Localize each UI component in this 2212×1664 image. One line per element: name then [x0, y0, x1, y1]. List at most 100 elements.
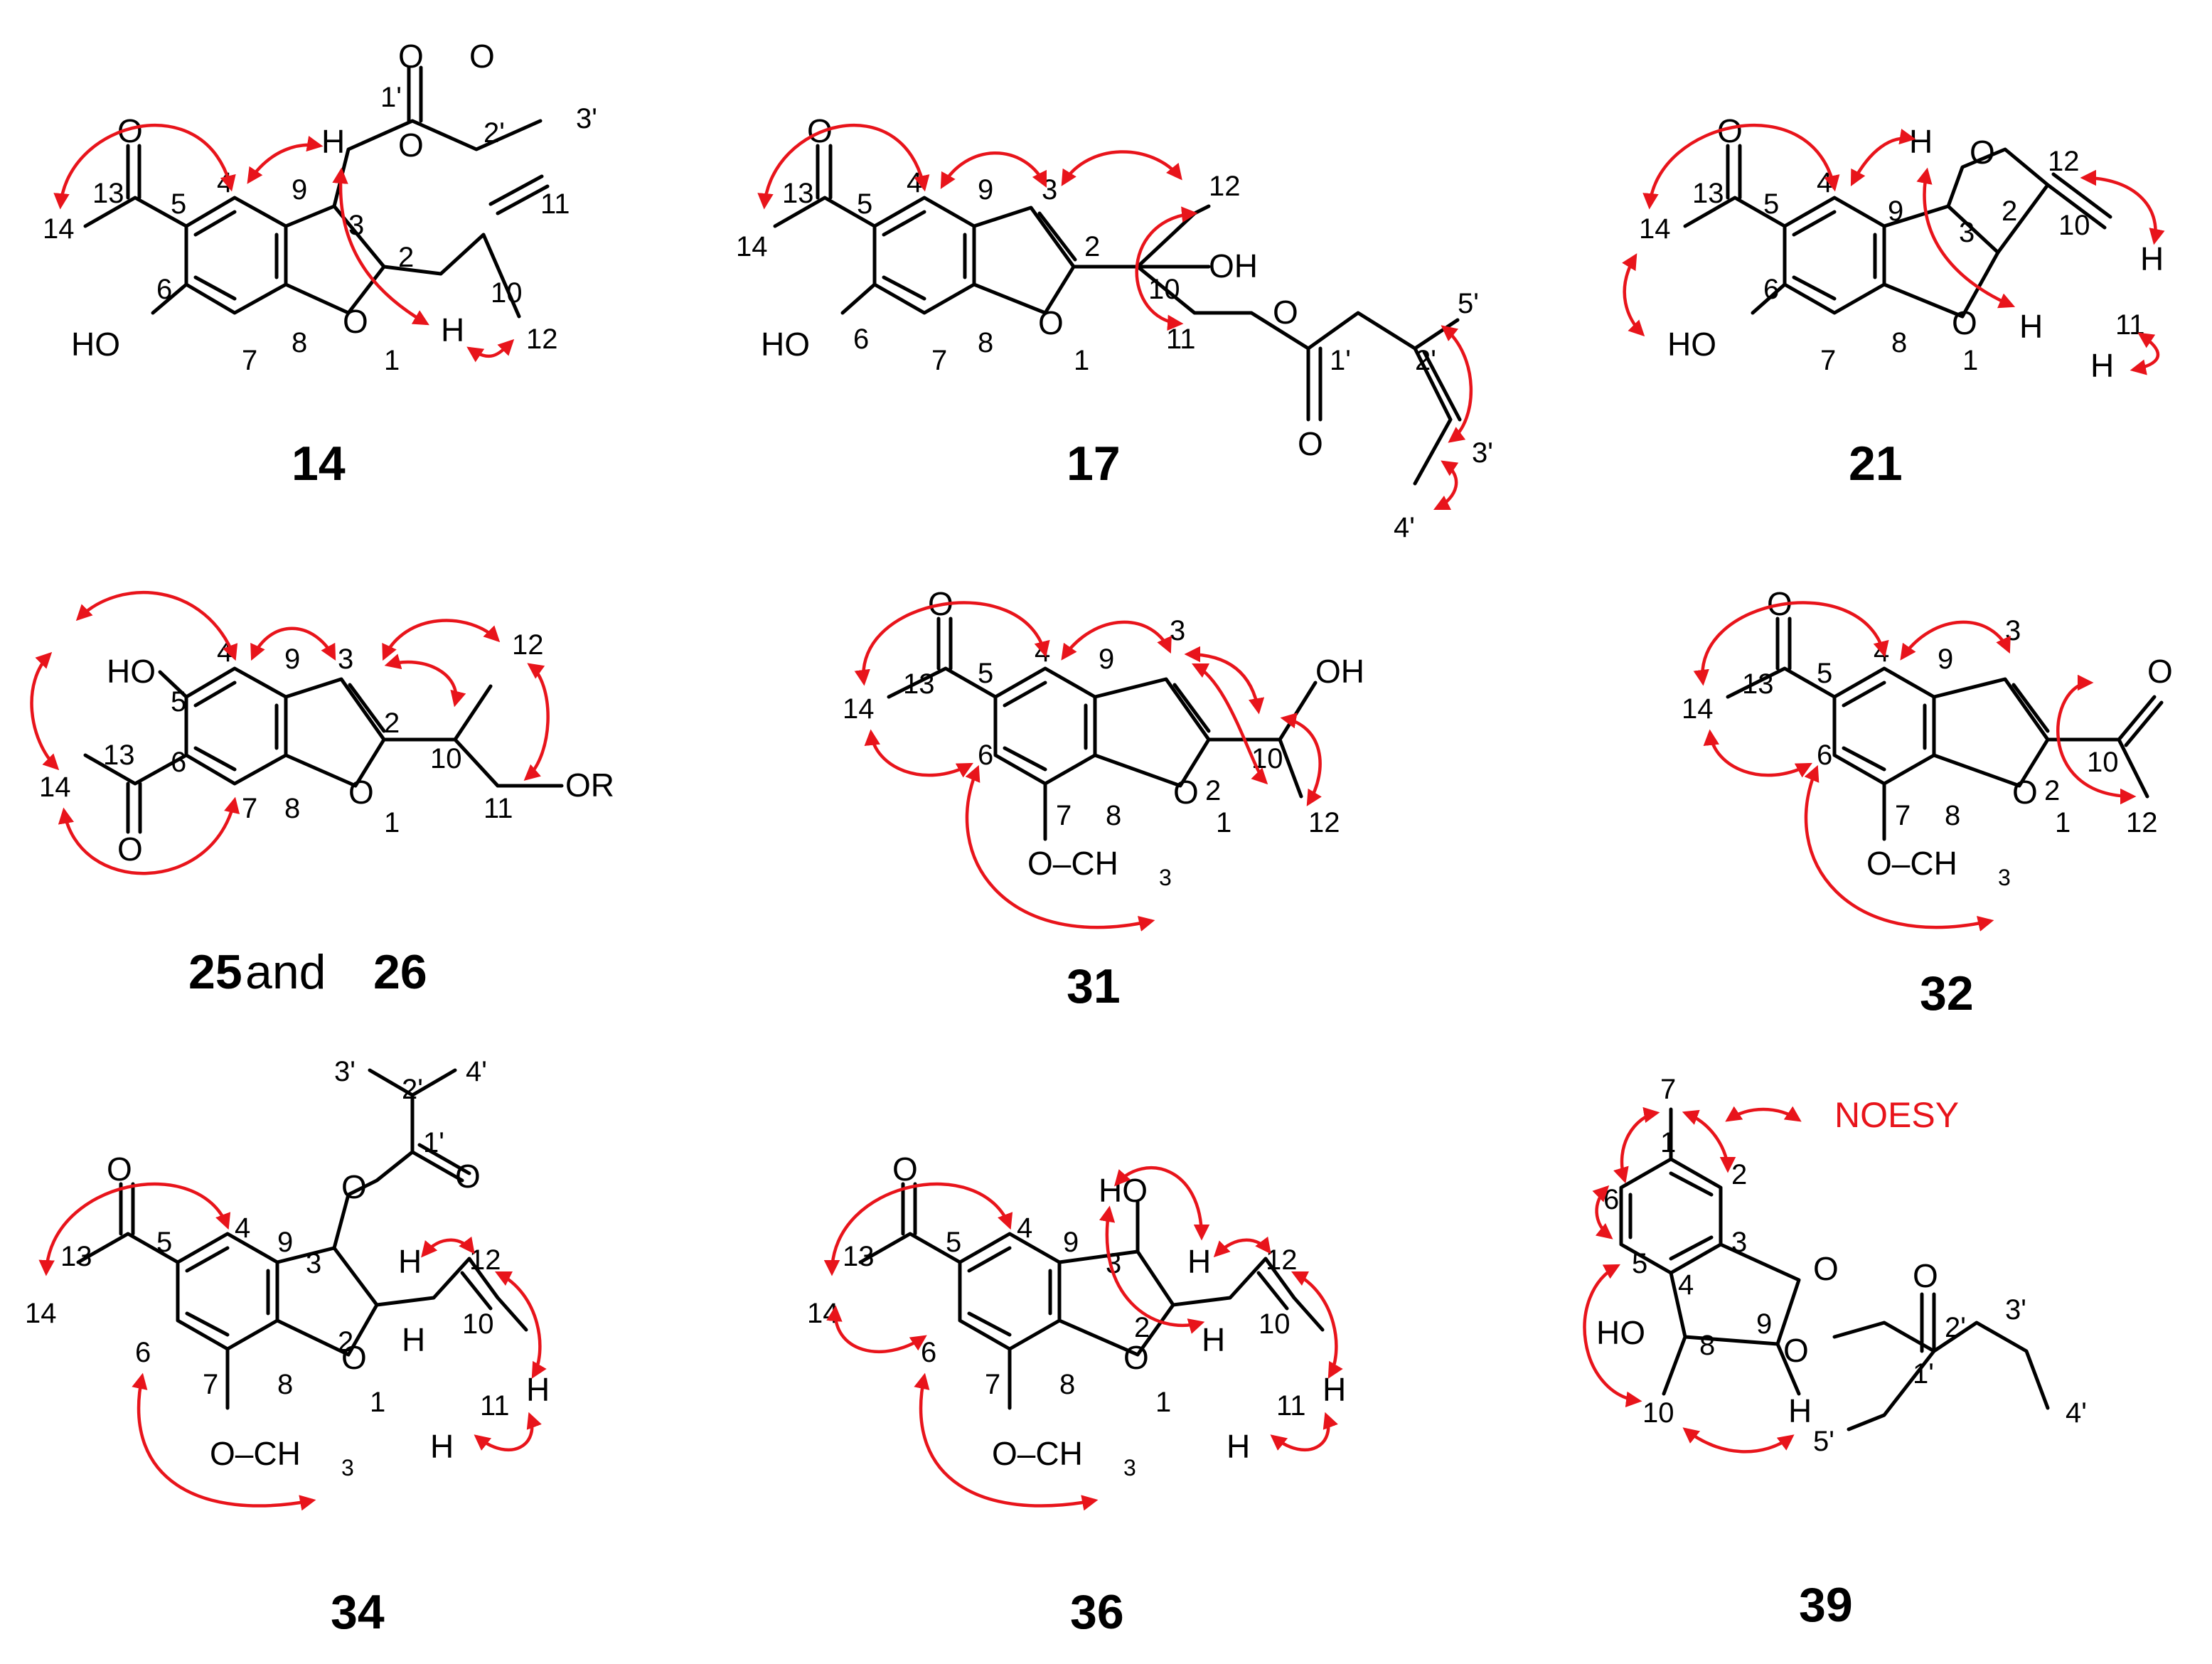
label-2: 2 — [1084, 231, 1100, 262]
label-2p: 2' — [402, 1074, 423, 1105]
label-5: 5 — [171, 188, 186, 220]
label-10: 10 — [430, 743, 462, 774]
label-6: 6 — [978, 740, 993, 771]
label-7: 7 — [203, 1369, 218, 1400]
label-10: 10 — [1259, 1308, 1291, 1340]
label-7: 7 — [985, 1369, 1000, 1400]
atom-H: H — [321, 123, 345, 160]
label-4: 4 — [1035, 636, 1050, 668]
label-3p: 3' — [576, 103, 597, 134]
atom-OR: OR — [565, 767, 614, 804]
label-10: 10 — [462, 1308, 494, 1340]
label-9: 9 — [978, 174, 993, 206]
label-9: 9 — [1756, 1308, 1772, 1340]
atom-O: O — [1813, 1250, 1839, 1287]
label-9: 9 — [1099, 644, 1114, 675]
label-5p: 5' — [1813, 1426, 1834, 1457]
atom-O: O — [343, 303, 368, 340]
label-6: 6 — [1817, 740, 1832, 771]
label-5: 5 — [1632, 1248, 1647, 1279]
label-12: 12 — [2048, 146, 2080, 177]
label-14: 14 — [1639, 213, 1671, 245]
atom-O: O — [1783, 1332, 1809, 1369]
label-5: 5 — [1763, 188, 1779, 220]
label-1: 1 — [1660, 1127, 1676, 1158]
noesy-arrows-34 — [38, 1182, 547, 1511]
label-10: 10 — [1148, 274, 1180, 305]
atom-H: H — [1202, 1321, 1225, 1358]
structure-32: O O O O–CH 3 13 14 5 4 9 3 2 6 7 8 1 10 … — [1682, 585, 2173, 1020]
structure-21: O O O HO H H H H 13 14 5 4 9 3 2 6 7 8 1… — [1622, 112, 2165, 491]
label-6: 6 — [853, 324, 869, 355]
label-13: 13 — [103, 740, 135, 771]
atom-O: O — [341, 1168, 367, 1205]
label-3p: 3' — [1472, 437, 1493, 469]
label-3: 3 — [1042, 174, 1057, 206]
label-9: 9 — [1888, 196, 1903, 227]
label-12: 12 — [526, 324, 558, 355]
label-7: 7 — [242, 345, 257, 376]
label-13: 13 — [92, 178, 124, 209]
label-7: 7 — [1895, 800, 1911, 831]
atom-H: H — [1788, 1392, 1812, 1429]
label-5: 5 — [978, 658, 993, 689]
compound-label-and: and — [245, 945, 326, 999]
noesy-arrows-25-26 — [30, 590, 550, 875]
label-2: 2 — [384, 708, 400, 739]
label-13: 13 — [1742, 668, 1774, 700]
label-2p: 2' — [1945, 1312, 1966, 1343]
noesy-arrows-36 — [823, 1166, 1343, 1511]
label-12: 12 — [469, 1244, 501, 1276]
atom-H: H — [2090, 347, 2114, 384]
noesy-arrow-legend-icon — [1725, 1106, 1802, 1122]
label-2: 2 — [2044, 775, 2060, 806]
label-11: 11 — [540, 188, 570, 220]
atom-O: O — [2147, 653, 2173, 690]
noesy-arrows-14 — [53, 124, 515, 363]
label-3: 3 — [1731, 1227, 1747, 1258]
atom-H: H — [1909, 123, 1933, 160]
label-5: 5 — [946, 1227, 961, 1258]
label-6: 6 — [171, 747, 186, 778]
label-4p: 4' — [466, 1056, 487, 1087]
subscript-3: 3 — [1159, 865, 1172, 890]
label-12: 12 — [1209, 171, 1241, 202]
structure-25-26: HO O O OR 5 4 9 3 2 6 7 8 1 10 11 12 13 … — [30, 590, 614, 999]
label-12: 12 — [1266, 1244, 1298, 1276]
label-10: 10 — [491, 277, 523, 309]
atom-O: O — [117, 831, 143, 868]
compound-label-17: 17 — [1067, 437, 1121, 491]
atom-O: O — [341, 1339, 367, 1376]
structure-39: O O O HO H 7 1 2 3 4 5 6 8 9 10 1' 2' 3'… — [1583, 1074, 2087, 1632]
atom-O: O — [398, 38, 424, 75]
atom-O: O–CH — [1866, 845, 1957, 882]
label-1p: 1' — [1330, 345, 1351, 376]
label-2: 2 — [338, 1326, 353, 1358]
label-10: 10 — [2087, 747, 2119, 778]
label-1p: 1' — [1913, 1358, 1934, 1390]
atom-O: O — [1273, 294, 1298, 331]
compound-label-14: 14 — [292, 437, 346, 491]
label-11: 11 — [483, 793, 513, 824]
atom-O: O — [1038, 304, 1064, 341]
label-3: 3 — [306, 1248, 321, 1279]
label-14: 14 — [39, 772, 71, 803]
structure-17: O O O O HO OH 13 14 5 4 9 3 2 6 7 8 1 10… — [736, 112, 1493, 543]
label-7: 7 — [931, 345, 947, 376]
noesy-arrows-39 — [1583, 1106, 1795, 1454]
label-3: 3 — [2005, 615, 2021, 646]
label-1: 1 — [2055, 807, 2071, 838]
label-2: 2 — [398, 242, 414, 273]
atom-O: O — [469, 38, 495, 75]
atom-H: H — [402, 1321, 425, 1358]
label-12: 12 — [2126, 807, 2158, 838]
atom-O: O–CH — [210, 1435, 301, 1472]
label-8: 8 — [284, 793, 300, 824]
atom-O: O — [1913, 1257, 1938, 1294]
label-4: 4 — [235, 1212, 250, 1244]
label-8: 8 — [978, 327, 993, 358]
label-6: 6 — [921, 1337, 936, 1368]
noesy-arrows-32 — [1693, 601, 2137, 932]
structure-36: O O HO O–CH 3 H H H H 13 14 5 4 9 3 2 6 … — [807, 1151, 1346, 1639]
atom-O: O — [348, 774, 374, 811]
